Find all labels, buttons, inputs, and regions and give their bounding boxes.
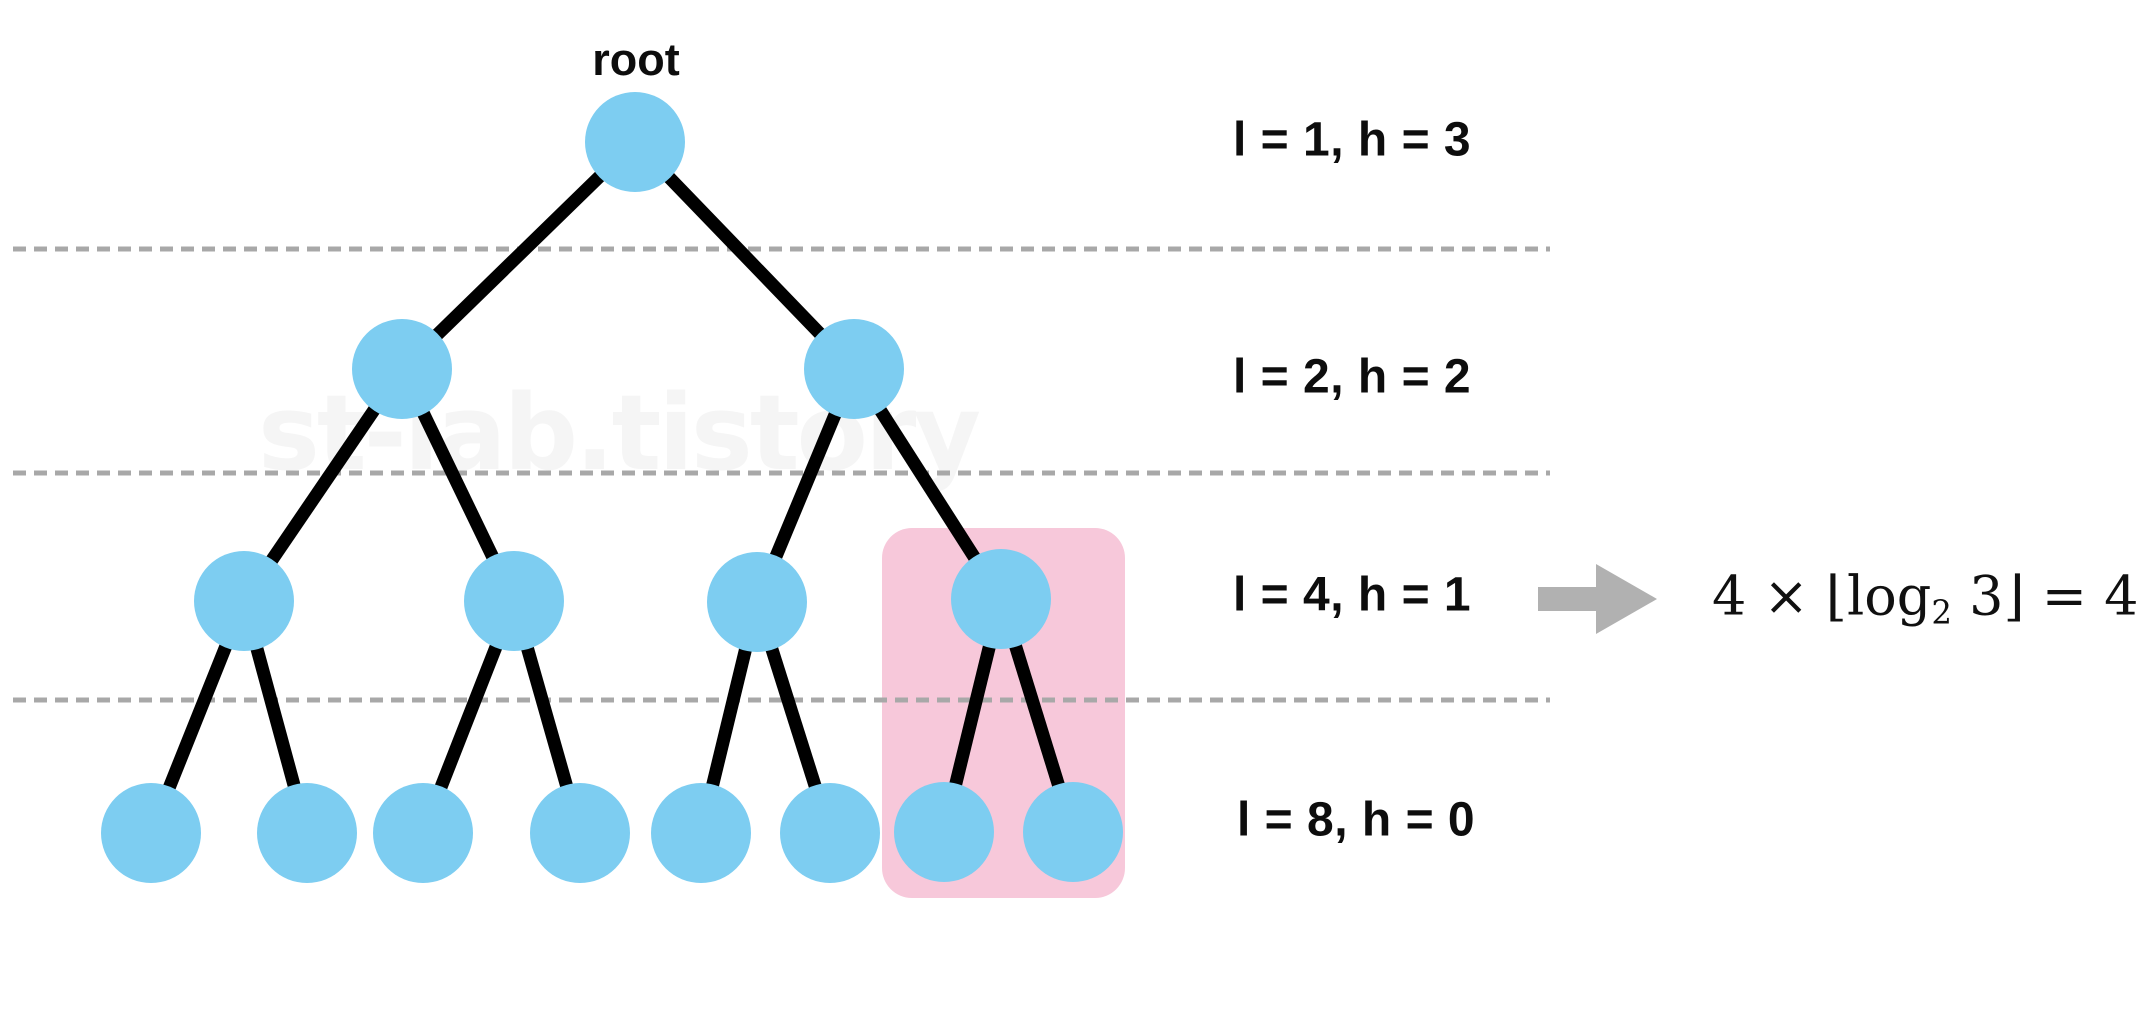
level-label: l = 8, h = 0 — [1237, 793, 1476, 847]
tree-node — [804, 319, 904, 419]
tree-edge — [630, 137, 859, 374]
tree-node — [894, 782, 994, 882]
formula-subscript: 2 — [1931, 593, 1952, 632]
tree-node — [651, 783, 751, 883]
level-label: l = 2, h = 2 — [1233, 350, 1472, 404]
level-label: l = 1, h = 3 — [1233, 113, 1472, 167]
level-label: l = 4, h = 1 — [1233, 568, 1472, 622]
root-node-label: root — [592, 34, 680, 85]
tree-node — [951, 549, 1051, 649]
tree-edge — [397, 137, 640, 374]
tree-node — [780, 783, 880, 883]
tree-node — [352, 319, 452, 419]
tree-node — [585, 92, 685, 192]
tree-node — [1023, 782, 1123, 882]
right-arrow-icon — [1538, 564, 1657, 634]
tree-node — [101, 783, 201, 883]
formula-part2: 3⌋ = 4 — [1951, 564, 2138, 628]
tree-node — [707, 552, 807, 652]
tree-node — [530, 783, 630, 883]
formula-text: 4 × ⌊log2 3⌋ = 4 — [1712, 564, 2138, 631]
formula-part1: 4 × ⌊log — [1712, 564, 1932, 628]
tree-node — [464, 551, 564, 651]
tree-node — [257, 783, 357, 883]
tree-node — [373, 783, 473, 883]
tree-node — [194, 551, 294, 651]
